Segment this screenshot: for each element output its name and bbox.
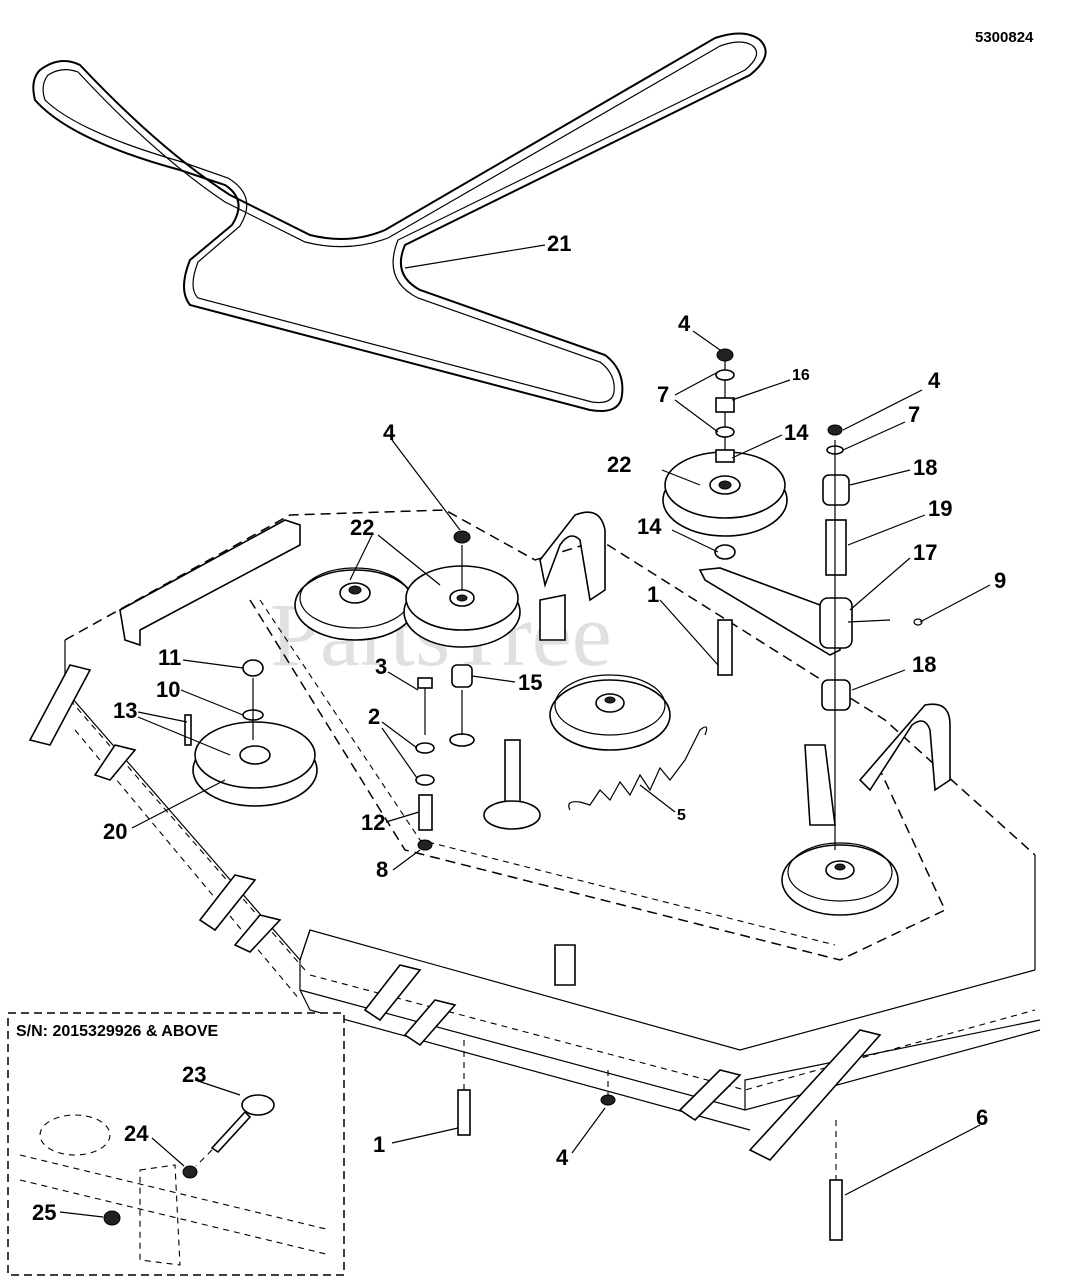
tension-spring — [568, 726, 708, 811]
serial-inset: S/N: 2015329926 & ABOVE 23 24 25 — [7, 1012, 345, 1276]
bushing — [715, 449, 735, 463]
pivot-tube — [819, 597, 853, 649]
callout-16: 16 — [792, 367, 810, 384]
callout-22: 22 — [350, 515, 374, 540]
drive-belt — [32, 32, 767, 412]
bolt-6 — [829, 1179, 843, 1241]
callout-1: 1 — [373, 1132, 385, 1157]
callout-11: 11 — [158, 645, 181, 670]
spindle-pulley-right — [781, 842, 899, 916]
callout-22: 22 — [607, 452, 631, 477]
callout-18: 18 — [912, 652, 936, 677]
spindle-pulley-left — [294, 567, 416, 641]
callout-2: 2 — [368, 704, 380, 729]
bolt-bottom-left — [457, 1089, 471, 1136]
spindle-pulley-center — [549, 674, 671, 751]
callout-13: 13 — [113, 698, 137, 723]
callout-4: 4 — [928, 368, 941, 393]
callout-1: 1 — [647, 582, 659, 607]
callout-6: 6 — [976, 1105, 988, 1130]
callout-15: 15 — [518, 670, 542, 695]
callout-19: 19 — [928, 496, 952, 521]
pivot-bolt — [717, 619, 733, 676]
spacer — [715, 397, 735, 413]
mower-deck — [28, 509, 1041, 1161]
bushing — [714, 544, 736, 560]
callout-14: 14 — [784, 420, 809, 445]
washer — [715, 369, 735, 381]
inset-title: S/N: 2015329926 & ABOVE — [16, 1023, 219, 1040]
eye-bolt-icon — [241, 1094, 275, 1116]
diagram-number: 5300824 — [975, 29, 1034, 46]
idler-pulley-top — [662, 451, 788, 537]
callout-3: 3 — [375, 654, 387, 679]
callout-4: 4 — [383, 420, 396, 445]
callout-17: 17 — [913, 540, 937, 565]
callout-4: 4 — [556, 1145, 569, 1170]
bushing — [821, 679, 851, 711]
spacer-tube — [825, 519, 847, 576]
callout-12: 12 — [361, 810, 385, 835]
callout-5: 5 — [677, 807, 686, 824]
callout-14: 14 — [637, 514, 662, 539]
callout-4: 4 — [678, 311, 691, 336]
callout-8: 8 — [376, 857, 388, 882]
callout-21: 21 — [547, 231, 571, 256]
callout-7: 7 — [908, 402, 920, 427]
callout-10: 10 — [156, 677, 180, 702]
nut-icon — [182, 1165, 198, 1179]
callout-20: 20 — [103, 819, 127, 844]
fitting-icon — [103, 1210, 121, 1226]
callout-24: 24 — [124, 1121, 149, 1146]
pulley-20 — [192, 721, 318, 807]
callout-23: 23 — [182, 1062, 206, 1087]
hex-nut — [716, 348, 734, 362]
callout-25: 25 — [32, 1200, 56, 1225]
callout-18: 18 — [913, 455, 937, 480]
idler-pulley-left — [403, 565, 521, 648]
callout-9: 9 — [994, 568, 1006, 593]
leader-lines — [131, 330, 991, 1196]
washer — [715, 426, 735, 438]
bushing — [822, 474, 850, 506]
callout-7: 7 — [657, 382, 669, 407]
